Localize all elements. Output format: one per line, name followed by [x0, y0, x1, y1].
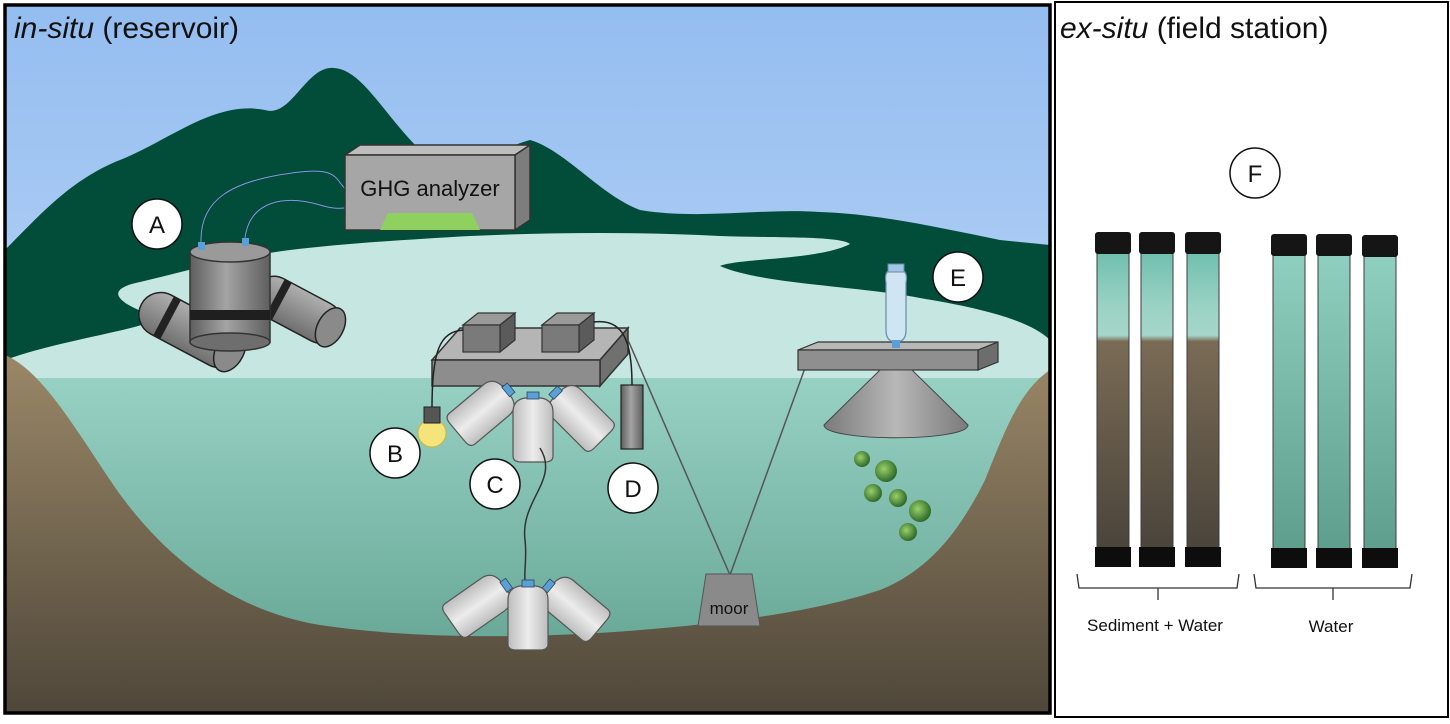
reservoir-bed — [5, 355, 1050, 713]
analyzer-label: GHG analyzer — [360, 176, 499, 201]
ebullition-bubbles — [854, 451, 931, 541]
sampler-line — [523, 447, 547, 591]
moor-label: moor — [710, 599, 749, 618]
floating-chamber — [138, 238, 347, 373]
bracket-water — [1253, 573, 1413, 600]
marker-B: B — [369, 427, 421, 479]
light-sensor — [417, 406, 447, 448]
core-sed-2 — [1139, 232, 1175, 567]
svg-text:B: B — [387, 441, 403, 468]
marker-A: A — [131, 198, 183, 250]
insitu-border — [3, 3, 1052, 715]
marker-C: C — [469, 458, 521, 510]
core-water-3 — [1362, 235, 1398, 568]
svg-text:C: C — [486, 472, 503, 499]
moor-weight: moor — [697, 573, 761, 627]
ghg-analyzer: GHG analyzer — [342, 143, 533, 232]
bracket-sediment-water — [1076, 573, 1240, 600]
chamber-body — [189, 251, 271, 343]
sampling-platform — [430, 311, 633, 409]
insitu-title: in-situ (reservoir) — [14, 12, 239, 45]
marker-D: D — [607, 462, 659, 514]
core-water-1 — [1271, 234, 1307, 568]
group-label-water: Water — [1309, 617, 1354, 636]
svg-text:E: E — [950, 265, 966, 292]
bubble-trap — [797, 263, 999, 439]
svg-text:A: A — [149, 212, 165, 239]
core-water-2 — [1316, 234, 1352, 568]
mooring-line-left — [627, 339, 731, 576]
exsitu-title: ex-situ (field station) — [1060, 12, 1328, 45]
marker-E: E — [932, 251, 984, 303]
svg-text:D: D — [624, 476, 641, 503]
mooring-line-right — [729, 367, 806, 576]
float-right — [252, 275, 347, 348]
group-label-sediment-water: Sediment + Water — [1087, 616, 1223, 635]
core-sed-3 — [1185, 232, 1221, 567]
marker-F: F — [1229, 147, 1281, 199]
collection-bottle — [884, 269, 908, 343]
probe-sonde — [620, 384, 644, 450]
analyzer-screen — [380, 213, 480, 230]
svg-text:F: F — [1248, 161, 1263, 188]
core-sed-1 — [1095, 232, 1131, 567]
